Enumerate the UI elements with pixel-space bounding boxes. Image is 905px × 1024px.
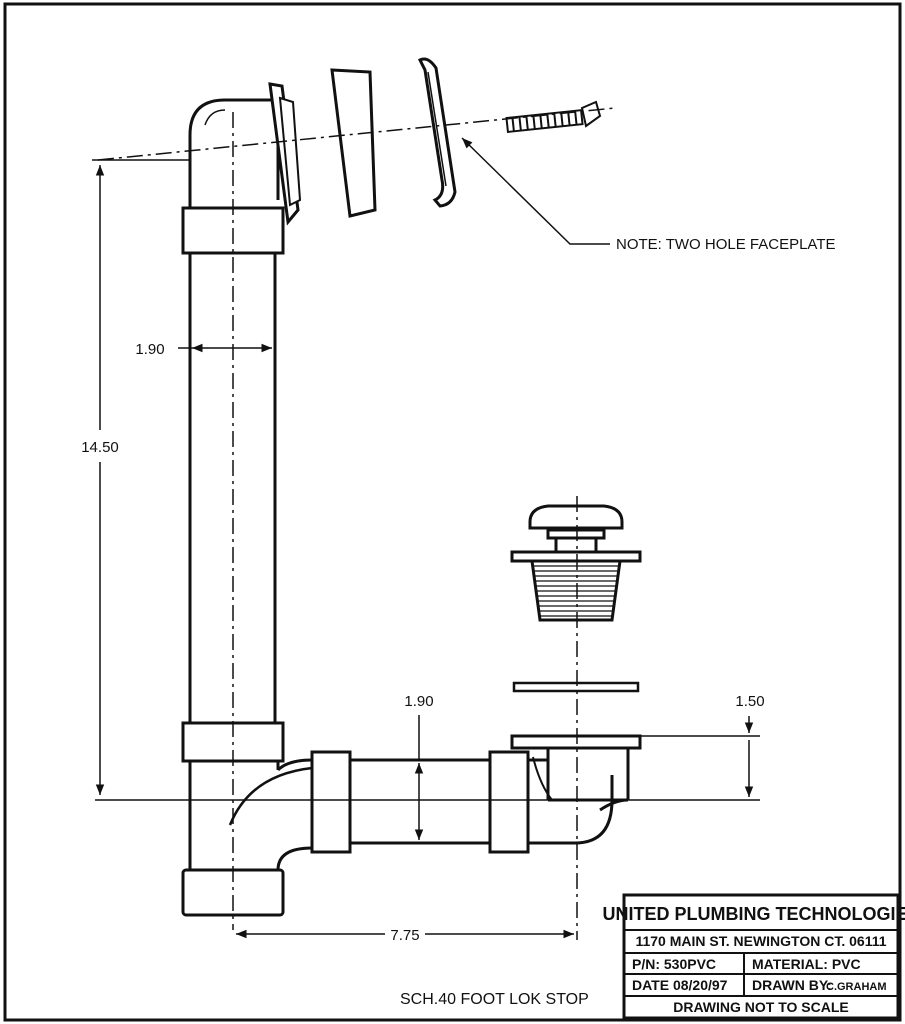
overflow-seal bbox=[330, 68, 377, 218]
title-material: MATERIAL: PVC bbox=[752, 956, 861, 972]
title-drawn-by-label: DRAWN BY: bbox=[752, 977, 832, 993]
drain-shoe bbox=[528, 748, 630, 845]
overflow-elbow bbox=[188, 98, 280, 208]
center-lines bbox=[97, 107, 616, 940]
drawing-caption: SCH.40 FOOT LOK STOP bbox=[400, 991, 589, 1008]
dim-overall-height: 14.50 bbox=[81, 439, 119, 456]
note-leader bbox=[461, 137, 610, 245]
faceplate bbox=[417, 57, 457, 208]
vertical-pipe bbox=[188, 253, 277, 723]
faceplate-note: NOTE: TWO HOLE FACEPLATE bbox=[616, 236, 836, 253]
tee-coupling bbox=[310, 750, 352, 854]
faceplate-screw bbox=[505, 100, 602, 134]
tee-fitting bbox=[188, 758, 313, 872]
title-date: DATE 08/20/97 bbox=[632, 977, 728, 993]
title-company: UNITED PLUMBING TECHNOLOGIES bbox=[602, 904, 905, 924]
title-scale-note: DRAWING NOT TO SCALE bbox=[673, 999, 849, 1015]
title-block: UNITED PLUMBING TECHNOLOGIES 1170 MAIN S… bbox=[602, 893, 905, 1020]
title-address: 1170 MAIN ST. NEWINGTON CT. 06111 bbox=[635, 933, 886, 949]
overflow-gasket bbox=[268, 82, 302, 226]
drawing-border bbox=[3, 2, 902, 1022]
shoe-coupling bbox=[488, 750, 530, 854]
stopper-threads bbox=[533, 565, 619, 617]
title-part-number: P/N: 530PVC bbox=[632, 956, 716, 972]
foot-lok-stopper bbox=[510, 504, 642, 622]
shoe-flange bbox=[510, 734, 642, 750]
title-drawn-by-name: C.GRAHAM bbox=[826, 981, 887, 993]
dim-vertical-dia: 1.90 bbox=[135, 341, 164, 358]
horizontal-pipe bbox=[350, 758, 490, 845]
dim-horizontal-dia: 1.90 bbox=[404, 693, 433, 710]
drain-gasket bbox=[512, 681, 640, 693]
dim-drain-height: 1.50 bbox=[735, 693, 764, 710]
dim-overall-width: 7.75 bbox=[390, 927, 419, 944]
dimension-drain-height bbox=[640, 716, 760, 797]
dimension-height bbox=[92, 159, 760, 801]
